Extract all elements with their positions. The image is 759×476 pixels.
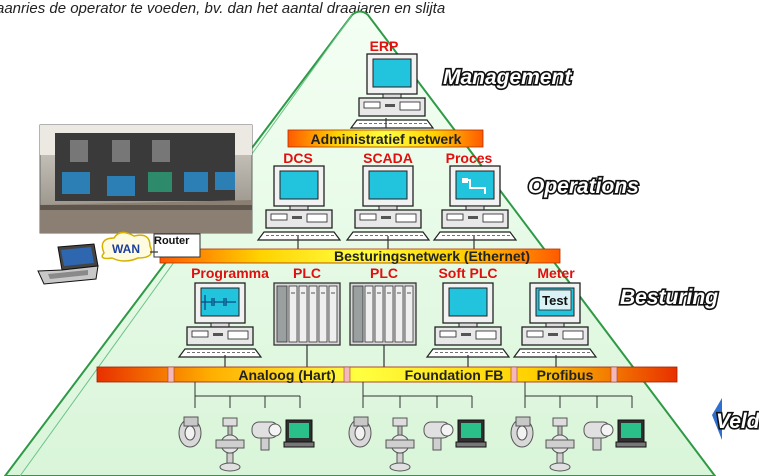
- proces-label: Proces: [446, 150, 493, 166]
- profibus-label: Profibus: [537, 367, 594, 383]
- meter-label: Meter: [537, 265, 575, 281]
- handheld-terminal-icon: [283, 419, 315, 448]
- fieldbus-bar: [96, 366, 678, 383]
- level-besturing: Besturing: [620, 286, 718, 309]
- pyramid-shape: [3, 10, 717, 476]
- analoog-label: Analoog (Hart): [238, 367, 335, 383]
- meter-test-label: Test: [542, 293, 568, 308]
- erp-label: ERP: [370, 38, 399, 54]
- control-network-label: Besturingsnetwerk (Ethernet): [334, 248, 530, 264]
- scada-label: SCADA: [363, 150, 413, 166]
- programma-label: Programma: [191, 265, 269, 281]
- admin-network-label: Administratief netwerk: [311, 131, 462, 147]
- admin-network-bar: [287, 129, 484, 148]
- softplc-label: Soft PLC: [438, 265, 497, 281]
- field-devices-group-3: [510, 382, 647, 472]
- field-devices-group-2: [348, 382, 487, 472]
- wan-label: WAN: [112, 242, 140, 256]
- level-veld: Veld: [716, 410, 759, 433]
- header-text: aanries de operator te voeden, bv. dan h…: [0, 0, 445, 17]
- veld-marker-icon: [712, 398, 722, 440]
- plc1-rack: [273, 282, 341, 346]
- router-label: Router: [154, 235, 190, 247]
- wan-cloud: [101, 231, 153, 262]
- handheld-terminal-icon: [455, 419, 487, 448]
- laptop-icon: [37, 243, 99, 285]
- level-operations: Operations: [528, 175, 639, 198]
- dcs-label: DCS: [283, 150, 313, 166]
- field-devices-group-1: [178, 382, 315, 472]
- plc2-label: PLC: [370, 265, 398, 281]
- plc2-rack: [349, 282, 417, 346]
- control-room-photo: [39, 124, 253, 234]
- router-box: [153, 233, 201, 258]
- plc1-label: PLC: [293, 265, 321, 281]
- level-management: Management: [443, 66, 572, 89]
- handheld-terminal-icon: [615, 419, 647, 448]
- foundation-label: Foundation FB: [405, 367, 504, 383]
